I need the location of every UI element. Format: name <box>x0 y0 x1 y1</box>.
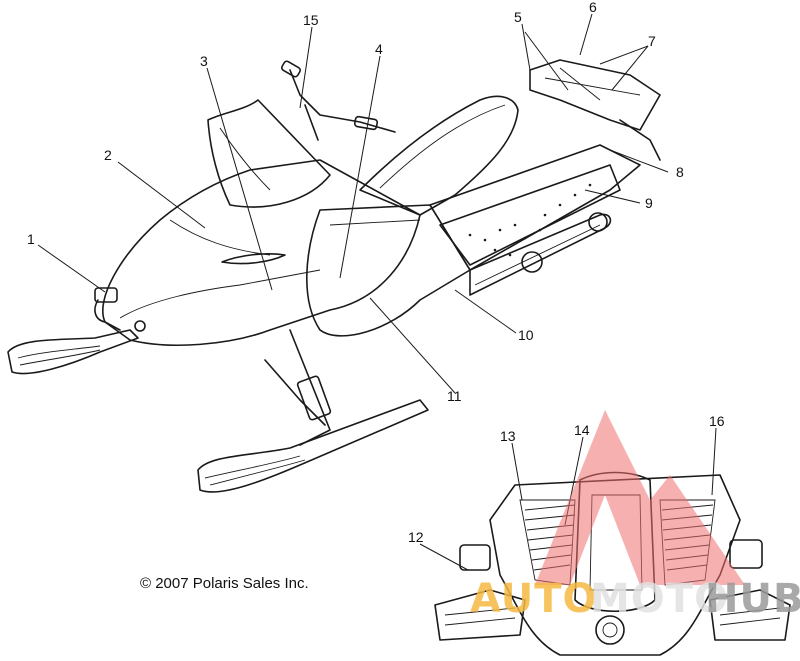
watermark-text-auto: AUTO <box>470 576 598 622</box>
callout-7: 7 <box>648 33 656 49</box>
callout-13: 13 <box>500 428 516 444</box>
callout-8: 8 <box>676 164 684 180</box>
copyright-text: © 2007 Polaris Sales Inc. <box>140 575 309 592</box>
watermark: AUTO MOTO HUB <box>470 410 800 622</box>
watermark-text-hub: HUB <box>705 576 800 622</box>
callout-10: 10 <box>518 327 534 343</box>
callout-6: 6 <box>589 0 597 15</box>
snowmobile-illustration <box>7 59 661 493</box>
callout-5: 5 <box>514 9 522 25</box>
callout-12: 12 <box>408 529 424 545</box>
tunnel-dots <box>468 183 592 257</box>
callout-labels: 1 2 3 4 5 6 7 8 9 10 11 12 13 14 15 16 <box>27 0 725 545</box>
callout-3: 3 <box>200 53 208 69</box>
callout-16: 16 <box>709 413 725 429</box>
leader-lines <box>37 13 717 571</box>
watermark-logo-icon <box>535 410 745 585</box>
callout-15: 15 <box>303 12 319 28</box>
callout-14: 14 <box>574 422 590 438</box>
callout-11: 11 <box>447 388 462 404</box>
callout-4: 4 <box>375 41 383 57</box>
callout-2: 2 <box>104 147 112 163</box>
watermark-text-moto: MOTO <box>590 576 729 622</box>
callout-1: 1 <box>27 231 35 247</box>
callout-9: 9 <box>645 195 653 211</box>
